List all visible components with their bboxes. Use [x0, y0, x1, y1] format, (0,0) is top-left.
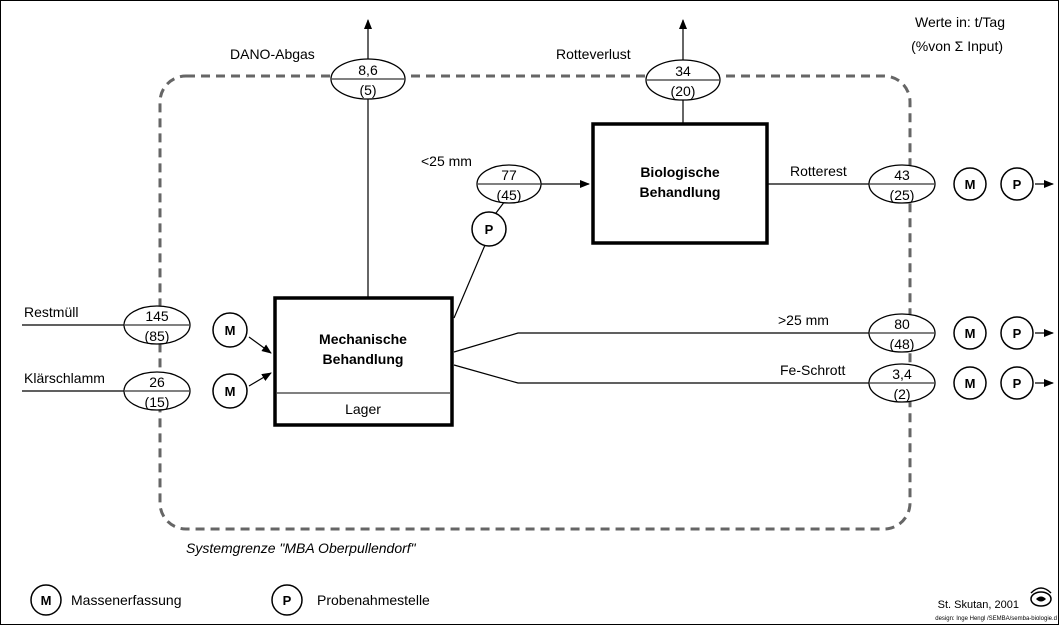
svg-text:M: M: [41, 593, 52, 608]
svg-text:(5): (5): [359, 82, 376, 98]
fe-mass-marker: M: [953, 366, 987, 400]
rotteverlust-value: 34 (20): [645, 59, 721, 101]
klaerschlamm-mass-marker: M: [212, 373, 248, 409]
rotterest-mass-marker: M: [953, 167, 987, 201]
svg-text:8,6: 8,6: [358, 62, 378, 78]
rotterest-sample-marker: P: [1000, 167, 1034, 201]
rotterest-label: Rotterest: [790, 163, 847, 179]
svg-text:43: 43: [894, 167, 910, 183]
svg-text:26: 26: [149, 374, 165, 390]
lt25-sample-marker: P: [471, 211, 507, 247]
dano-label: DANO-Abgas: [230, 46, 315, 62]
biological-treatment-box: Biologische Behandlung: [591, 122, 769, 245]
fe-value: 3,4 (2): [868, 363, 936, 403]
system-boundary: [158, 74, 912, 531]
svg-text:(48): (48): [890, 336, 915, 352]
gt25-mass-marker: M: [953, 316, 987, 350]
units-line2: (%von Σ Input): [911, 38, 1003, 54]
svg-text:M: M: [225, 384, 236, 399]
restmuell-mass-marker: M: [212, 312, 248, 348]
svg-text:(2): (2): [893, 386, 910, 402]
svg-text:145: 145: [145, 308, 169, 324]
svg-text:M: M: [225, 323, 236, 338]
legend-sample-symbol: P: [271, 584, 303, 616]
mechanical-treatment-box: Mechanische Behandlung Lager: [273, 296, 454, 427]
restmuell-label: Restmüll: [24, 304, 78, 320]
svg-text:M: M: [965, 177, 976, 192]
mechanical-sub-label: Lager: [345, 401, 381, 417]
fe-sample-marker: P: [1000, 366, 1034, 400]
fe-label: Fe-Schrott: [780, 362, 845, 378]
lt25-line-1: [453, 244, 486, 319]
biological-title-line2: Behandlung: [640, 184, 721, 200]
rotteverlust-label: Rotteverlust: [556, 46, 631, 62]
lt25-label: <25 mm: [421, 153, 472, 169]
svg-text:P: P: [485, 222, 494, 237]
svg-text:(15): (15): [145, 394, 170, 410]
svg-text:P: P: [1013, 326, 1022, 341]
svg-text:P: P: [1013, 177, 1022, 192]
svg-text:M: M: [965, 376, 976, 391]
svg-text:(45): (45): [497, 187, 522, 203]
gt25-label: >25 mm: [778, 312, 829, 328]
svg-text:80: 80: [894, 316, 910, 332]
legend-mass-label: Massenerfassung: [71, 592, 182, 608]
legend-mass-symbol: M: [30, 584, 62, 616]
legend-sample-label: Probenahmestelle: [317, 592, 430, 608]
lt25-value: 77 (45): [476, 164, 542, 204]
klaerschlamm-value: 26 (15): [123, 371, 191, 411]
svg-text:P: P: [1013, 376, 1022, 391]
klaerschlamm-arrow: [248, 372, 272, 387]
semba-logo-icon: [1030, 587, 1052, 607]
biological-title-line1: Biologische: [640, 164, 720, 180]
gt25-sample-marker: P: [1000, 316, 1034, 350]
author-credit: St. Skutan, 2001: [938, 599, 1019, 611]
mechanical-title-line1: Mechanische: [319, 331, 407, 347]
klaerschlamm-label: Klärschlamm: [24, 370, 105, 386]
svg-text:P: P: [283, 593, 292, 608]
gt25-value: 80 (48): [868, 313, 936, 353]
dano-value: 8,6 (5): [330, 58, 406, 100]
svg-text:M: M: [965, 326, 976, 341]
gt25-line: [453, 332, 869, 353]
system-boundary-label: Systemgrenze "MBA Oberpullendorf": [186, 540, 417, 556]
svg-text:(25): (25): [890, 187, 915, 203]
svg-text:34: 34: [675, 63, 691, 79]
units-line1: Werte in: t/Tag: [915, 14, 1005, 30]
svg-text:3,4: 3,4: [892, 366, 912, 382]
mechanical-title-line2: Behandlung: [323, 351, 404, 367]
svg-text:(20): (20): [671, 83, 696, 99]
restmuell-arrow: [248, 336, 272, 354]
fe-line: [453, 364, 869, 384]
restmuell-value: 145 (85): [123, 305, 191, 345]
svg-text:(85): (85): [145, 328, 170, 344]
rotterest-value: 43 (25): [868, 164, 936, 204]
design-credit: design: Inge Hengl /SEMBA/semba-biologie…: [935, 616, 1057, 622]
svg-text:77: 77: [501, 167, 517, 183]
